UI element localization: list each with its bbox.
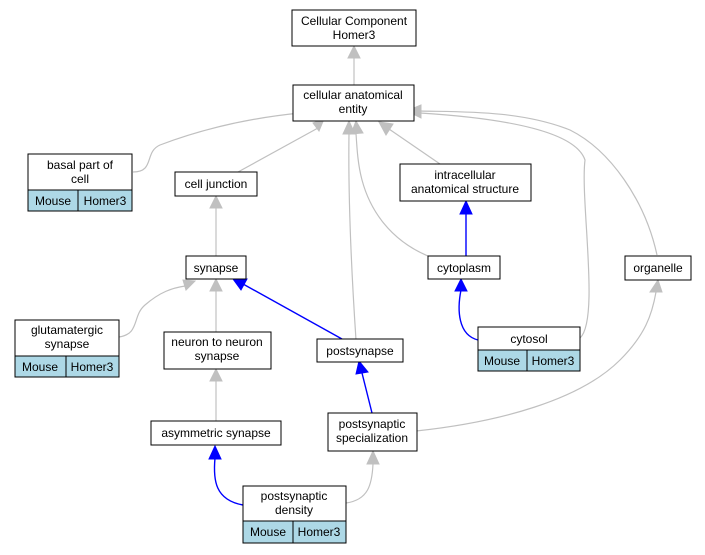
node-cytosol-label: cytosol (510, 332, 547, 346)
node-synapse-label: synapse (194, 261, 239, 275)
edge-synapse-to-junction-arrowhead (209, 194, 223, 209)
cytosol-gene-cell (526, 349, 581, 372)
basal-gene-tag: Homer3 (84, 194, 127, 208)
node-basal-line2: cell (71, 172, 89, 186)
edge-cytoplasm-to-intracellular-arrowhead (459, 199, 473, 215)
node-specialization-line2: specialization (336, 431, 408, 445)
node-n2n-line2: synapse (195, 349, 240, 363)
edge-basal-to-cae (132, 112, 301, 173)
node-specialization-line1: postsynaptic (339, 417, 406, 431)
edge-density-to-specialization-arrowhead (366, 449, 380, 465)
edge-specialization-to-postsynapse (361, 372, 373, 414)
node-organelle[interactable]: organelle (624, 255, 692, 281)
node-cellular-anatomical-entity[interactable]: cellular anatomical entity (292, 84, 415, 122)
node-neuron-to-neuron-synapse[interactable]: neuron to neuron synapse (163, 331, 272, 370)
node-intracellular-anatomical-structure[interactable]: intracellular anatomical structure (399, 163, 532, 202)
edge-glutamatergic-to-synapse (118, 285, 186, 338)
edge-postsynapse-to-cae (348, 132, 357, 341)
edge-cytosol-to-cae (419, 112, 590, 339)
density-gene-cell (292, 520, 347, 544)
edge-organelle-to-cae-arrowhead (407, 104, 422, 117)
basal-species-tag: Mouse (35, 194, 71, 208)
node-cae-line2: entity (339, 102, 368, 116)
density-species-tag: Mouse (250, 525, 286, 539)
node-postsynapse-label: postsynapse (326, 344, 394, 358)
node-glutamatergic-synapse[interactable]: glutamatergic synapse Mouse Homer3 (14, 319, 120, 378)
basal-gene-cell (77, 189, 133, 212)
node-postsynaptic-specialization[interactable]: postsynaptic specialization (327, 412, 418, 452)
edge-cytoplasm-to-cae-arrowhead (350, 119, 364, 135)
cytosol-gene-tag: Homer3 (532, 354, 575, 368)
node-basal-line1: basal part of (47, 158, 114, 172)
edges (118, 44, 663, 506)
edge-density-to-specialization (345, 463, 374, 504)
node-asymmetric-label: asymmetric synapse (161, 426, 271, 440)
edge-specialization-to-organelle-arrowhead (649, 278, 663, 293)
edge-cytoplasm-to-cae (355, 132, 429, 257)
edge-asymmetric-to-n2n-arrowhead (209, 367, 223, 382)
glutamatergic-gene-tag: Homer3 (71, 360, 114, 374)
node-cae-line1: cellular anatomical (303, 88, 402, 102)
glutamatergic-species-tag: Mouse (22, 360, 58, 374)
node-intracellular-line2: anatomical structure (411, 182, 519, 196)
node-root-line2: Homer3 (333, 28, 376, 42)
node-density-line2: density (275, 503, 313, 517)
node-root[interactable]: Cellular Component Homer3 (291, 9, 417, 47)
node-postsynapse[interactable]: postsynapse (316, 338, 404, 363)
density-gene-tag: Homer3 (298, 525, 341, 539)
node-n2n-line1: neuron to neuron (171, 335, 262, 349)
edge-intracellular-to-cae-arrowhead (378, 121, 394, 136)
edge-specialization-to-organelle (415, 291, 657, 432)
node-density-line1: postsynaptic (261, 489, 328, 503)
edge-cae-to-root-arrowhead (347, 44, 361, 59)
nodes: Cellular Component Homer3 cellular anato… (14, 9, 692, 544)
node-cytosol[interactable]: cytosol Mouse Homer3 (477, 326, 581, 372)
node-cytoplasm[interactable]: cytoplasm (427, 255, 501, 280)
node-cell-junction[interactable]: cell junction (174, 171, 258, 197)
edge-specialization-to-postsynapse-arrowhead (355, 359, 369, 375)
node-postsynaptic-density[interactable]: postsynaptic density Mouse Homer3 (242, 485, 347, 544)
cytosol-species-tag: Mouse (484, 354, 520, 368)
edge-n2n-to-synapse-arrowhead (209, 277, 223, 292)
edge-cytosol-to-cytoplasm (458, 289, 479, 341)
edge-organelle-to-cae (419, 110, 658, 256)
glutamatergic-gene-cell (65, 355, 120, 378)
edge-postsynapse-to-synapse (242, 283, 343, 340)
node-asymmetric-synapse[interactable]: asymmetric synapse (150, 420, 282, 446)
edge-density-to-asymmetric (213, 457, 244, 506)
node-cytoplasm-label: cytoplasm (437, 261, 491, 275)
node-cell-junction-label: cell junction (185, 177, 248, 191)
node-organelle-label: organelle (633, 261, 683, 275)
edge-intracellular-to-cae (388, 128, 441, 165)
node-glutamatergic-line1: glutamatergic (31, 323, 103, 337)
edge-junction-to-cae (237, 127, 319, 173)
node-basal-part-of-cell[interactable]: basal part of cell Mouse Homer3 (27, 153, 133, 212)
edge-cytosol-to-cytoplasm-arrowhead (454, 277, 468, 292)
node-root-line1: Cellular Component (301, 14, 408, 28)
edge-density-to-asymmetric-arrowhead (208, 444, 222, 460)
node-glutamatergic-line2: synapse (45, 337, 90, 351)
node-intracellular-line1: intracellular (434, 168, 495, 182)
edge-glutamatergic-to-synapse-arrowhead (182, 279, 197, 291)
node-synapse[interactable]: synapse (185, 255, 247, 280)
